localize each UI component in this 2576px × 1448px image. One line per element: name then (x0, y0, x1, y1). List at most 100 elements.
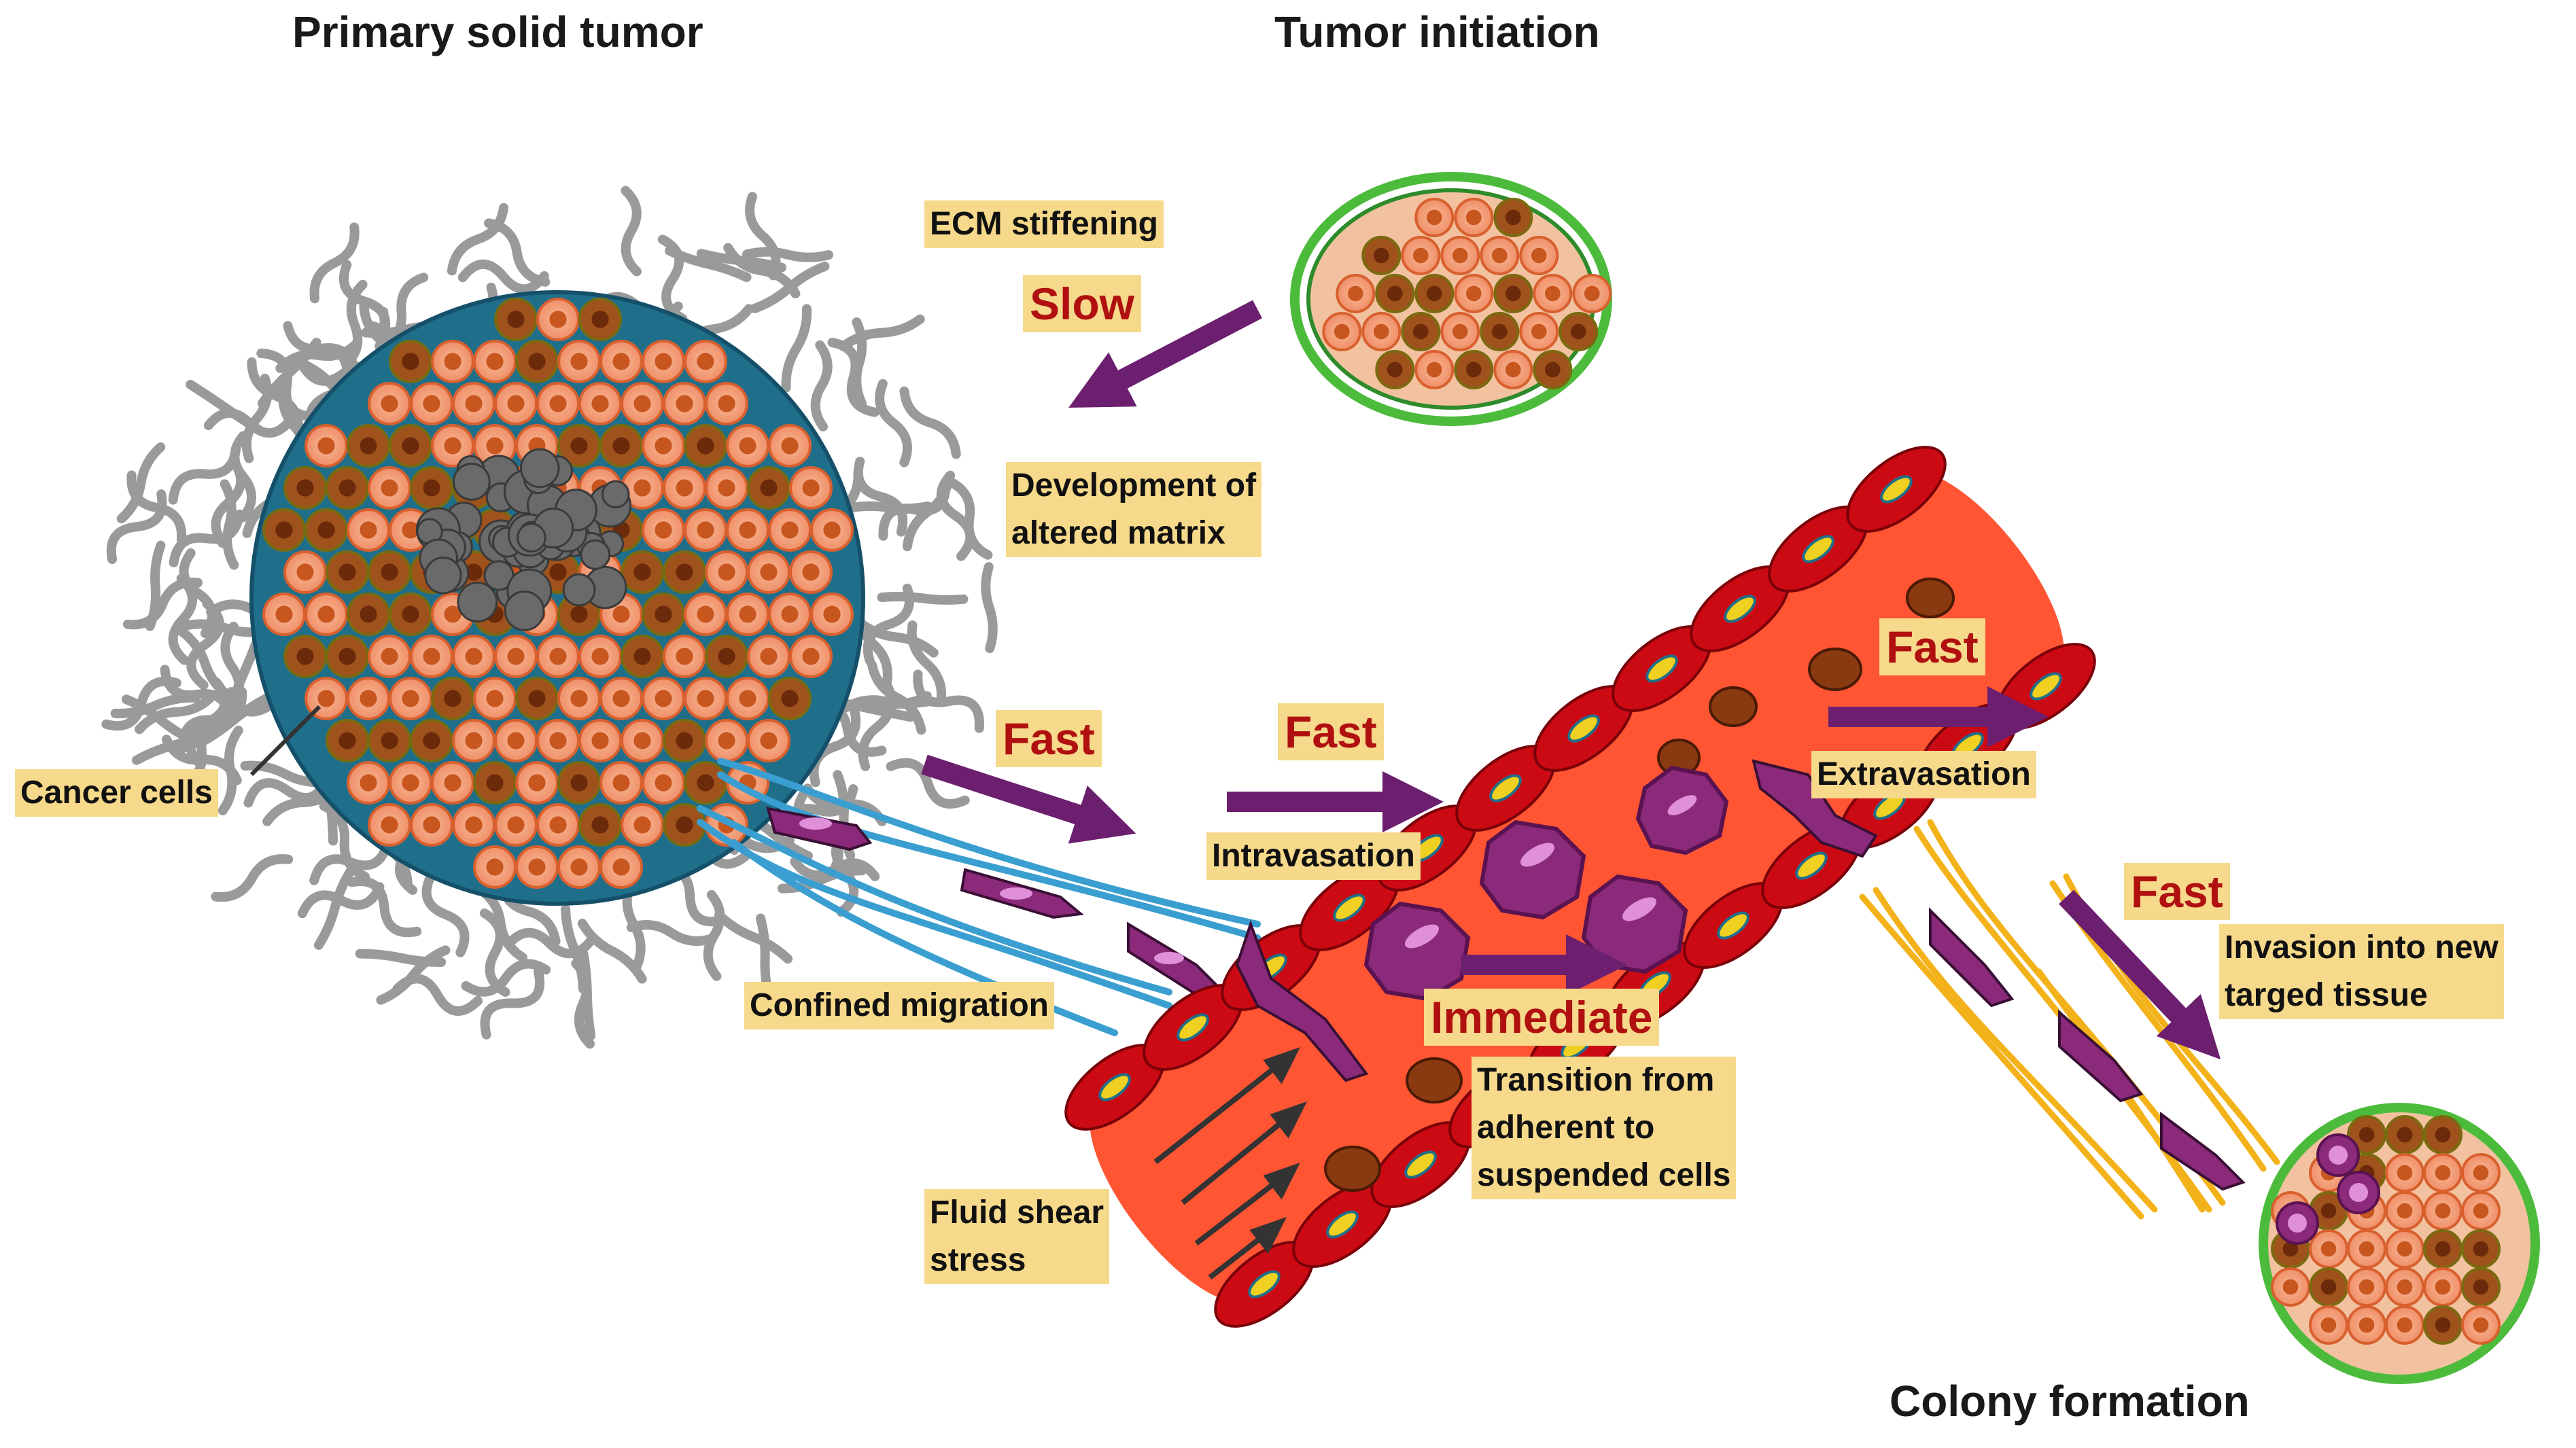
cell-nucleus (444, 437, 462, 455)
cell-nucleus (802, 563, 820, 581)
collagen-bundles-blue (697, 758, 1261, 1036)
cell-nucleus (549, 311, 567, 328)
label-confined-migration: Confined migration (744, 982, 1054, 1029)
cell-nucleus (2397, 1127, 2413, 1143)
cell-nucleus (549, 816, 567, 834)
speed-fast-intravasation: Fast (1278, 703, 1384, 760)
ecm-fiber (126, 470, 187, 545)
ecm-fiber (211, 854, 294, 902)
necrotic-cell (601, 480, 630, 509)
ecm-fiber (877, 592, 969, 605)
label-ecm-stiffening: ECM stiffening (924, 200, 1164, 248)
cell-nucleus (381, 563, 398, 581)
cell-nucleus (2397, 1279, 2413, 1295)
ecm-fiber (742, 247, 834, 262)
cell-nucleus (570, 605, 588, 623)
cell-nucleus (697, 605, 714, 623)
ecm-fiber (339, 260, 391, 343)
cell-nucleus (486, 858, 504, 876)
cell-nucleus (528, 353, 546, 370)
cell-nucleus (655, 353, 672, 370)
cell-nucleus (2473, 1317, 2489, 1333)
cell-nucleus (507, 816, 525, 834)
ecm-fiber (981, 562, 998, 654)
endothelial-nucleus (1567, 714, 1600, 743)
speed-fast-invasion: Fast (2124, 863, 2230, 920)
ecm-fiber (145, 540, 166, 631)
cell-nucleus (1570, 323, 1586, 340)
ecm-fiber (504, 928, 595, 959)
cell-nucleus (2435, 1241, 2451, 1257)
cell-nucleus (2359, 1317, 2375, 1333)
cell-nucleus (381, 732, 398, 749)
cell-nucleus (676, 732, 693, 749)
cell-nucleus (760, 732, 778, 749)
cell-nucleus (2435, 1317, 2451, 1333)
endothelial-nucleus (1333, 894, 1365, 922)
cell-nucleus (781, 521, 799, 539)
ctc-nuclei (1405, 795, 1697, 949)
label-intravasation: Intravasation (1206, 832, 1421, 880)
ecm-fiber (457, 259, 549, 294)
cell-nucleus (444, 605, 462, 623)
label-cancer-cells: Cancer cells (15, 769, 218, 817)
cell-nucleus (528, 690, 546, 707)
necrotic-cell (457, 582, 498, 623)
cell-nucleus (718, 395, 735, 412)
invading-cell-nucleus (2329, 1146, 2348, 1165)
ecm-fiber (447, 202, 509, 276)
cell-nucleus (570, 690, 588, 707)
endothelial-nucleus (1802, 535, 1834, 563)
ecm-fiber (665, 246, 752, 283)
cell-nucleus (549, 563, 567, 581)
ecm-fiber (230, 431, 256, 523)
ecm-fiber (220, 479, 239, 570)
cell-nucleus (655, 774, 672, 792)
cell-nucleus (1347, 285, 1363, 302)
cell-nucleus (1531, 323, 1547, 340)
cell-nucleus (549, 648, 567, 665)
label-extravasation: Extravasation (1811, 751, 2036, 798)
cell-nucleus (381, 816, 398, 834)
heading-primary-tumor: Primary solid tumor (292, 7, 703, 56)
cell-nucleus (360, 774, 377, 792)
cell-nucleus (296, 563, 314, 581)
cell-nucleus (718, 732, 735, 749)
cell-nucleus (655, 437, 672, 455)
ecm-fiber (621, 186, 642, 277)
cell-nucleus (2282, 1241, 2299, 1257)
cell-nucleus (1373, 323, 1389, 340)
cell-nucleus (1505, 361, 1521, 378)
cell-nucleus (296, 648, 314, 665)
cell-nucleus (1334, 323, 1350, 340)
cell-nucleus (655, 690, 672, 707)
ecm-fiber (838, 314, 925, 351)
ecm-fiber (392, 974, 483, 1016)
cell-nucleus (739, 690, 756, 707)
cell-nucleus (697, 353, 714, 370)
cell-nucleus (823, 605, 841, 623)
ecm-fiber (283, 321, 361, 376)
cell-nucleus (402, 774, 419, 792)
cell-nucleus (338, 648, 356, 665)
endothelial-nucleus (1326, 1210, 1359, 1239)
cell-nucleus (402, 605, 419, 623)
cell-nucleus (402, 690, 419, 707)
cell-nucleus (1412, 247, 1429, 264)
cell-nucleus (1387, 285, 1403, 302)
ecm-fiber (421, 871, 470, 957)
ecm-fiber (577, 918, 647, 984)
cell-nucleus (1544, 285, 1561, 302)
cell-nucleus (718, 648, 735, 665)
cell-nucleus (570, 774, 588, 792)
cell-nucleus (2359, 1241, 2375, 1257)
ecm-fiber (480, 967, 545, 1040)
cell-nucleus (2397, 1241, 2413, 1257)
cell-nucleus (2359, 1127, 2375, 1143)
cell-nucleus (802, 479, 820, 497)
cell-nucleus (423, 816, 440, 834)
ecm-fiber (852, 317, 867, 408)
cell-nucleus (1452, 247, 1468, 264)
label-transition: Transition from adherent to suspended ce… (1472, 1057, 1737, 1199)
ecm-fiber (220, 621, 244, 713)
